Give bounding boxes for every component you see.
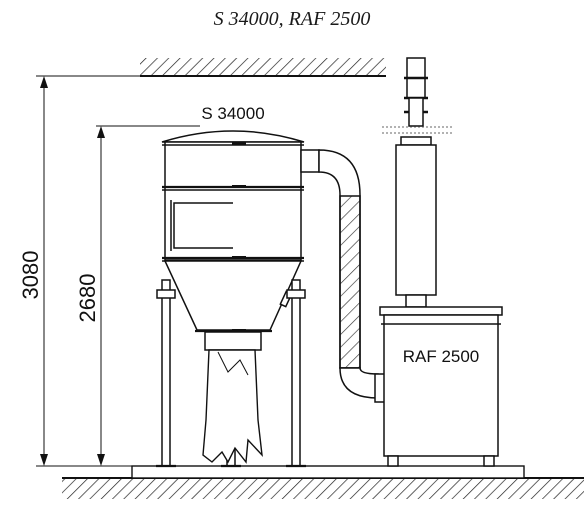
container-label: RAF 2500 (403, 347, 480, 366)
connecting-duct (318, 149, 386, 403)
base-plate (131, 465, 525, 479)
dimension-total-label: 3080 (18, 251, 43, 300)
filter-stack (382, 57, 452, 308)
dimension-separator-label: 2680 (75, 274, 100, 323)
separator-label: S 34000 (201, 104, 264, 123)
rivet-marks (232, 142, 246, 332)
raf-container (379, 306, 503, 467)
ceiling (140, 58, 386, 77)
dimension-separator-height (96, 125, 200, 466)
floor (62, 477, 584, 499)
separator-unit (156, 130, 320, 468)
diagram-title: S 34000, RAF 2500 (213, 8, 371, 30)
collection-bag (202, 349, 263, 464)
dimension-total-height (36, 75, 140, 467)
